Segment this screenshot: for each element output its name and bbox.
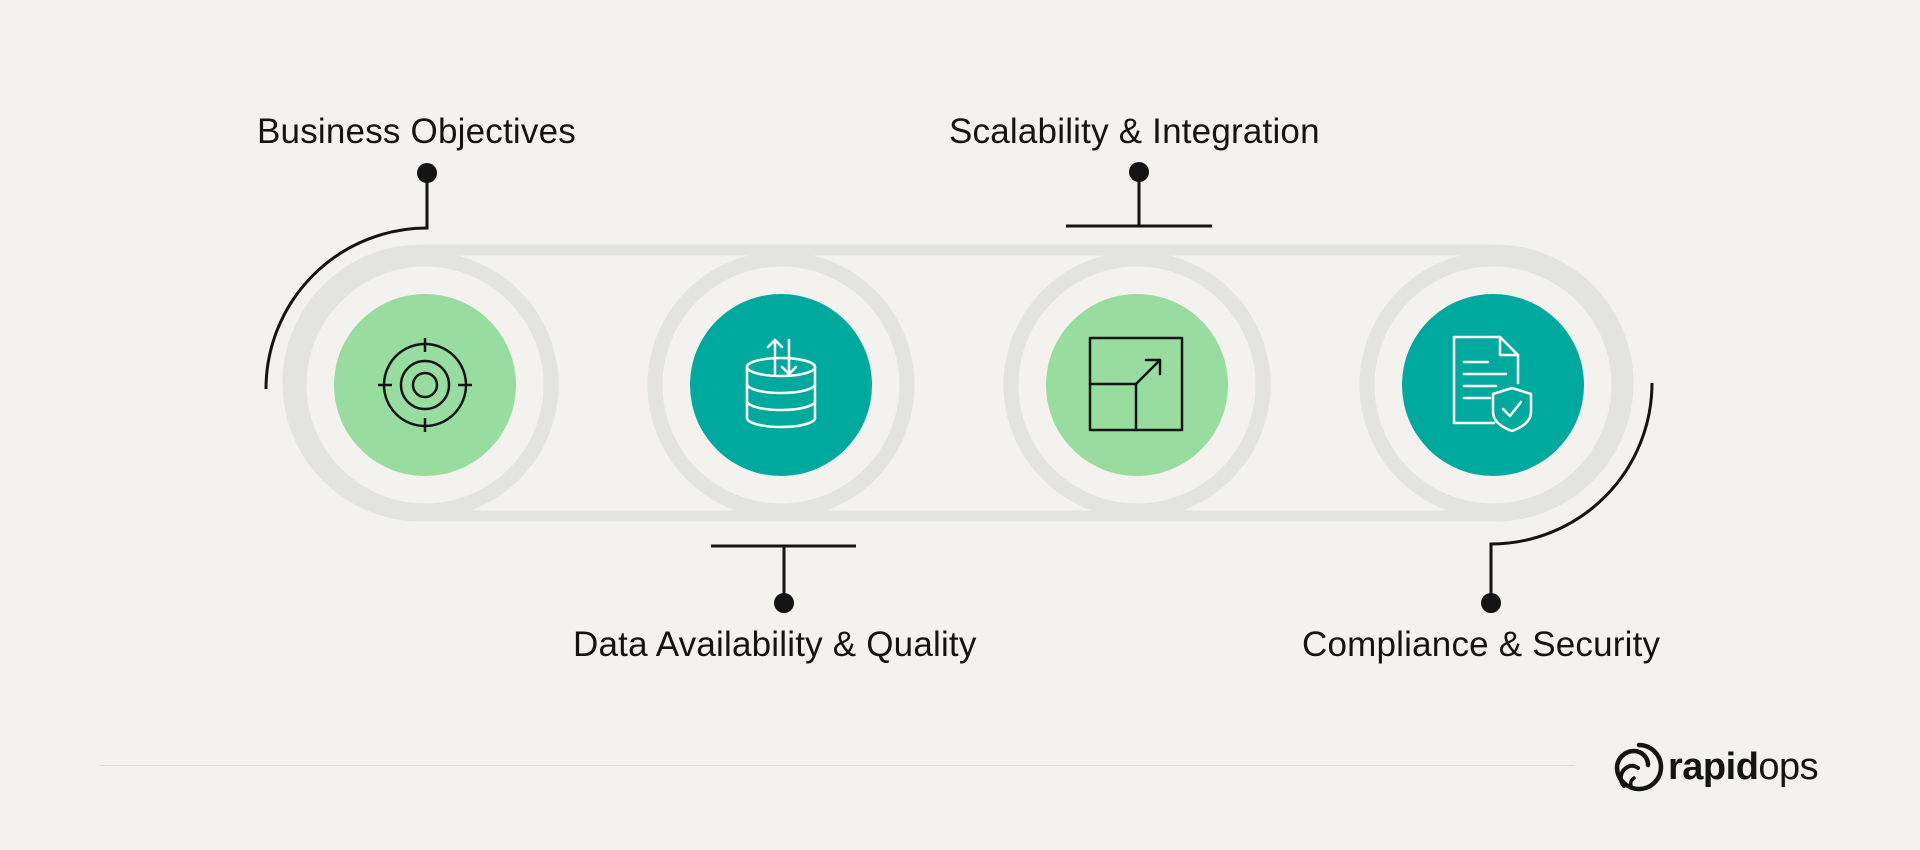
database-sync-icon <box>745 338 817 429</box>
connector-1-dot <box>417 163 437 183</box>
connector-4 <box>1489 382 1654 600</box>
step-label-2: Data Availability & Quality <box>573 625 977 664</box>
connector-4-dot <box>1481 593 1501 613</box>
connector-3-dot <box>1129 162 1149 182</box>
step-label-3: Scalability & Integration <box>949 112 1320 151</box>
logo-wordmark-light: ops <box>1758 746 1819 788</box>
connector-2-dot <box>774 593 794 613</box>
step-circle-1 <box>334 294 516 476</box>
target-icon <box>378 338 472 432</box>
connector-3 <box>1066 174 1212 228</box>
secure-document-icon <box>1452 335 1533 433</box>
logo-wordmark: rapidops <box>1668 746 1819 788</box>
connector-2 <box>711 544 856 600</box>
rapidops-logo-mark-icon <box>1614 742 1664 792</box>
footer-divider <box>100 765 1575 766</box>
step-circle-2 <box>690 294 872 476</box>
connector-1 <box>264 174 429 390</box>
step-label-4: Compliance & Security <box>1302 625 1661 664</box>
pill-track <box>282 244 1634 522</box>
scale-up-icon <box>1088 336 1184 432</box>
rapidops-logo: rapidops <box>1614 740 1819 794</box>
logo-wordmark-bold: rapid <box>1668 746 1759 788</box>
step-label-1: Business Objectives <box>257 112 576 151</box>
